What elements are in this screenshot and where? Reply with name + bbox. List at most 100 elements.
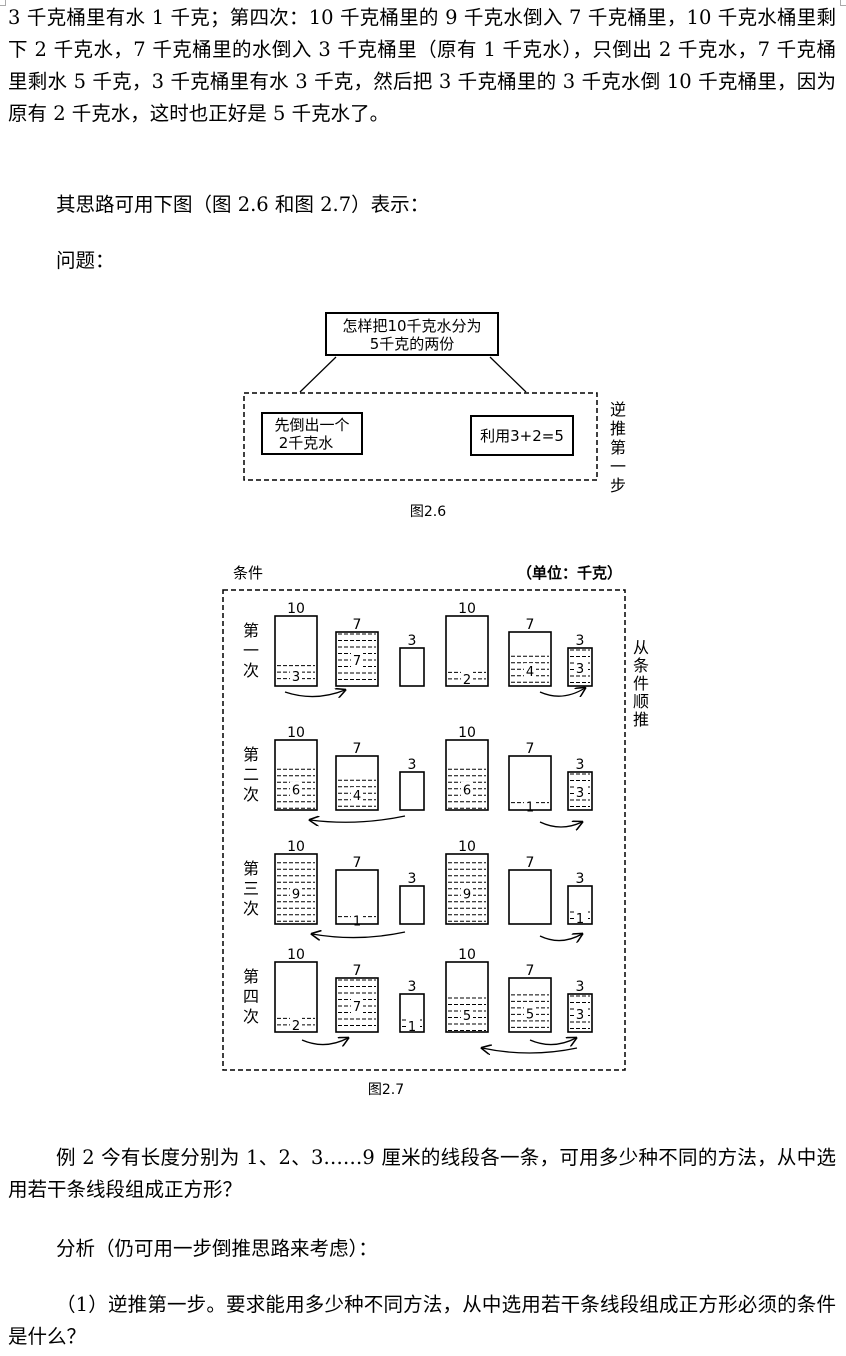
bucket-10kg: 10 9 bbox=[274, 839, 318, 925]
question-line-1: 怎样把10千克水分为 bbox=[342, 317, 481, 335]
water-amount: 1 bbox=[353, 914, 361, 929]
bucket-10kg: 102 bbox=[445, 601, 489, 688]
step-label-char: 三 bbox=[243, 879, 259, 898]
forward-reasoning-char: 推 bbox=[633, 710, 649, 729]
bucket-7kg: 71 bbox=[335, 855, 379, 929]
bucket-3kg: 33 bbox=[567, 979, 593, 1033]
water-amount: 1 bbox=[526, 800, 534, 815]
bucket-outline bbox=[335, 977, 379, 1033]
bucket-capacity: 3 bbox=[576, 871, 585, 887]
bucket-capacity: 7 bbox=[526, 855, 535, 871]
bucket-capacity: 7 bbox=[526, 963, 535, 979]
bucket-outline bbox=[399, 647, 425, 687]
forward-reasoning-char: 件 bbox=[633, 674, 649, 693]
bucket-outline bbox=[445, 961, 489, 1033]
use-3-plus-2-box bbox=[470, 415, 574, 456]
paragraph-analysis: 分析（仍可用一步倒推思路来考虑）： bbox=[56, 1237, 378, 1260]
amount-bg bbox=[351, 787, 363, 803]
bucket-capacity: 3 bbox=[408, 871, 417, 887]
connector-line bbox=[489, 356, 527, 393]
bucket-outline bbox=[274, 615, 318, 687]
figure-2-6-caption: 图2.6 bbox=[410, 504, 446, 520]
water-amount: 5 bbox=[463, 1009, 471, 1024]
water-amount: 1 bbox=[576, 912, 584, 927]
water-amount: 2 bbox=[463, 673, 471, 688]
bucket-capacity: 10 bbox=[287, 725, 305, 741]
water-amount: 3 bbox=[576, 786, 584, 801]
step-label-char: 第 bbox=[243, 967, 259, 986]
bucket-10kg: 10 5 bbox=[445, 947, 489, 1033]
water-amount: 2 bbox=[292, 1019, 300, 1034]
bucket-capacity: 7 bbox=[526, 617, 535, 633]
bucket-capacity: 7 bbox=[353, 617, 362, 633]
water-amount: 4 bbox=[526, 665, 534, 680]
bucket-capacity: 10 bbox=[287, 839, 305, 855]
bucket-outline bbox=[567, 771, 593, 811]
amount-bg bbox=[524, 663, 536, 679]
pour-arrow bbox=[539, 822, 582, 827]
bucket-outline bbox=[274, 961, 318, 1033]
step-label-char: 次 bbox=[243, 661, 259, 680]
paragraph-figure-intro: 其思路可用下图（图 2.6 和图 2.7）表示： bbox=[56, 193, 430, 216]
bucket-outline bbox=[508, 869, 552, 925]
step-label-char: 第 bbox=[243, 745, 259, 764]
amount-bg bbox=[461, 885, 473, 901]
amount-bg bbox=[461, 781, 473, 797]
water-amount: 9 bbox=[292, 887, 300, 902]
bucket-3kg: 33 bbox=[567, 633, 593, 687]
amount-bg bbox=[290, 667, 302, 683]
pour-line-2: 2千克水 bbox=[279, 434, 334, 452]
bucket-capacity: 3 bbox=[576, 633, 585, 649]
amount-bg bbox=[574, 910, 586, 925]
bucket-outline bbox=[567, 993, 593, 1033]
forward-reasoning-char: 顺 bbox=[633, 692, 649, 711]
connector-line bbox=[299, 356, 337, 393]
bucket-10kg: 10 2 bbox=[274, 947, 318, 1034]
pour-arrow bbox=[539, 934, 582, 941]
bucket-7kg: 74 bbox=[335, 741, 379, 811]
unit-label: （单位：千克） bbox=[517, 564, 622, 582]
bucket-7kg: 77 bbox=[335, 617, 379, 687]
step-label-char: 二 bbox=[243, 765, 259, 784]
water-amount: 5 bbox=[526, 1007, 534, 1022]
amount-bg bbox=[524, 1005, 536, 1021]
pour-arrow bbox=[539, 688, 585, 696]
bucket-capacity: 3 bbox=[576, 757, 585, 773]
bucket-3kg: 3 bbox=[399, 871, 425, 925]
bucket-3kg: 3 bbox=[399, 757, 425, 811]
bucket-capacity: 10 bbox=[287, 947, 305, 963]
figure-2-7-caption: 图2.7 bbox=[368, 1082, 404, 1098]
bucket-7kg: 77 bbox=[335, 963, 379, 1033]
bucket-outline bbox=[399, 993, 425, 1033]
amount-bg bbox=[290, 1017, 302, 1033]
pour-arrow bbox=[284, 690, 345, 697]
bucket-outline bbox=[445, 739, 489, 811]
use-3-plus-2-text: 利用3+2=5 bbox=[480, 427, 564, 445]
bucket-capacity: 7 bbox=[353, 855, 362, 871]
bucket-capacity: 7 bbox=[526, 741, 535, 757]
water-amount: 7 bbox=[353, 654, 361, 669]
amount-bg bbox=[461, 671, 473, 687]
bucket-capacity: 7 bbox=[353, 741, 362, 757]
bucket-capacity: 3 bbox=[408, 633, 417, 649]
bucket-3kg: 31 bbox=[567, 871, 593, 927]
bucket-outline bbox=[399, 885, 425, 925]
bucket-capacity: 10 bbox=[458, 947, 476, 963]
step-label-char: 第 bbox=[243, 859, 259, 878]
forward-reasoning-char: 条 bbox=[633, 656, 649, 675]
amount-bg bbox=[406, 1018, 418, 1033]
water-amount: 6 bbox=[292, 784, 300, 799]
amount-bg bbox=[574, 1006, 586, 1021]
paragraph-example-2: 例 2 今有长度分别为 1、2、3……9 厘米的线段各一条，可用多少种不同的方法… bbox=[8, 1146, 836, 1201]
reverse-step-char: 一 bbox=[610, 457, 626, 476]
bucket-3kg: 33 bbox=[567, 757, 593, 811]
bucket-capacity: 10 bbox=[458, 839, 476, 855]
reverse-step-char: 步 bbox=[610, 476, 626, 495]
reverse-step-char: 第 bbox=[610, 438, 626, 457]
